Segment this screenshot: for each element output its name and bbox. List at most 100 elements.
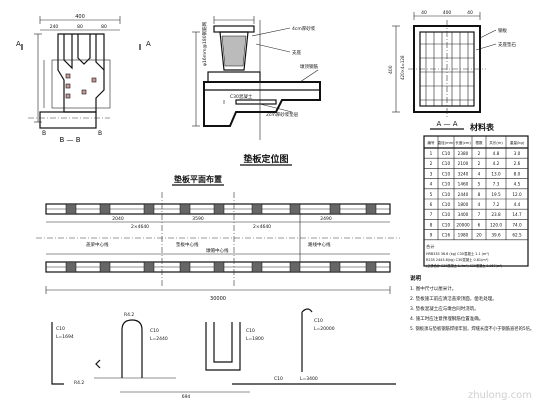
table-header-cell: 重量(kg): [510, 140, 525, 145]
aa-title: A — A: [436, 120, 457, 128]
table-cell: 2380: [458, 151, 469, 156]
rebar-label-12: 694: [182, 394, 191, 400]
dim-top-4: 80: [101, 24, 107, 30]
note-mortar-layer: 2cm厚砂浆垫层: [266, 111, 299, 118]
seat-block: [213, 261, 225, 273]
table-cell: 3400: [458, 212, 469, 217]
table-cell: 8: [430, 222, 433, 227]
table-cell: 4: [478, 202, 481, 207]
section-a-right: A: [146, 40, 151, 48]
title-plan-layout: 垫板平面布置: [174, 174, 222, 184]
bb-section: 400 240 80 80 A A B B — B B: [16, 14, 151, 144]
table-cell: 4.2: [493, 161, 500, 166]
dim-right-3: 40: [467, 10, 473, 16]
rebar-label-6: C10: [246, 328, 255, 334]
note-seat-stone: 支座垫石: [498, 41, 516, 48]
label-cap-center: 墩帽中心线: [206, 247, 229, 254]
label-seat-center: 垫板中心线: [176, 241, 199, 248]
seat-block: [329, 261, 341, 273]
table-cell: 2: [478, 151, 481, 156]
dim-right-side-2: 420×4=128: [400, 55, 405, 80]
pedestal-hatch: [221, 35, 247, 67]
table-cell: 8.0: [514, 171, 521, 176]
rebar-details: C10 L=1694 R4.2 C10 L=2440 C10 L=1800 C1…: [51, 308, 396, 400]
elevation-view: φ16mm@180钢筋网 4cm厚砂浆 支座 墩顶钢筋 2cm厚砂浆垫层 C30…: [192, 16, 321, 166]
plan-dim-5: 2490: [320, 216, 332, 222]
section-a-left: A: [16, 40, 21, 48]
table-cell: 62.5: [512, 233, 522, 238]
table-cell: 3: [430, 171, 433, 176]
rebar-label-10: C10: [314, 318, 323, 324]
table-cell: 6: [430, 202, 433, 207]
rebar-label-3: R4.2: [124, 312, 134, 318]
plan-layout: 垫板平面布置 2040 2×4640 3590 2×4640 2490 垫板中心…: [36, 174, 400, 302]
plan-total-dim: 30000: [210, 296, 226, 302]
table-cell: 7.3: [493, 182, 500, 187]
table-cell: 1800: [458, 202, 469, 207]
table-header-cell: 直径(mm): [438, 140, 456, 145]
table-cell: 7.2: [493, 202, 500, 207]
seat-block: [143, 203, 155, 215]
table-cell: 3.0: [514, 151, 521, 156]
table-cell: 4.4: [514, 202, 521, 207]
table-cell: C10: [442, 151, 451, 156]
table-cell: C10: [442, 161, 451, 166]
watermark-text: zhulong.com: [468, 390, 532, 401]
table-cell: 74.0: [512, 222, 522, 227]
seat-block: [289, 261, 301, 273]
seat-block: [179, 203, 191, 215]
table-cell: C16: [442, 233, 451, 238]
table-cell: 9: [430, 233, 433, 238]
seat-block: [143, 261, 155, 273]
seat-block: [65, 261, 77, 273]
table-title: 材料表: [470, 122, 495, 132]
rebar-label-13: R4.2: [74, 380, 84, 386]
rebar-label-1: C10: [56, 326, 65, 332]
table-header-cell: 编号: [427, 140, 435, 145]
table-cell: C10: [442, 182, 451, 187]
table-cell: 7: [430, 212, 433, 217]
table-cell: 20000: [456, 222, 470, 227]
table-cell: C10: [442, 192, 451, 197]
seat-block: [65, 203, 77, 215]
table-cell: 2.6: [514, 161, 521, 166]
table-header-cell: 共长(m): [489, 140, 503, 145]
table-cell: 4: [430, 182, 433, 187]
note-mortar-top: 4cm厚砂浆: [292, 25, 316, 32]
note-pier-rebar: 墩顶钢筋: [300, 63, 318, 70]
seat-block: [365, 203, 377, 215]
table-cell: C10: [442, 171, 451, 176]
table-cell: C10: [442, 212, 451, 217]
table-cell: 7: [478, 212, 481, 217]
note-concrete: C30混凝土: [230, 93, 253, 100]
table-cell: 2: [430, 161, 433, 166]
section-bb-title: B — B: [59, 136, 80, 144]
dim-right-1: 40: [421, 10, 427, 16]
plan-dim-2: 2×4640: [131, 224, 149, 230]
title-seat-location: 垫板定位图: [243, 153, 288, 165]
table-cell: 1980: [458, 233, 469, 238]
table-cell: 1: [430, 151, 433, 156]
table-cell: 12.0: [512, 192, 522, 197]
table-header-cell: 根数: [475, 140, 483, 145]
label-road-center: 路线中心线: [308, 241, 331, 248]
rebar-label-8: C10: [274, 376, 283, 382]
notes-block: 说明 1. 图中尺寸以厘米计。 2. 垫板施工前应清洁盖梁顶面，凿毛处理。 3.…: [410, 274, 534, 332]
aa-section: 40 400 40 400 420×4=128 钢板 支座垫石 A — A: [388, 10, 516, 130]
section-b-top: B: [42, 130, 46, 137]
note-steel-plate: 钢板: [498, 27, 507, 34]
rebar-label-7: L=1800: [246, 336, 264, 342]
rebar-label-5: L=2440: [150, 336, 168, 342]
note-1: 1. 图中尺寸以厘米计。: [410, 285, 456, 292]
note-bearing: 支座: [292, 49, 301, 56]
table-cell: 19.5: [491, 192, 501, 197]
table-cell: 2: [478, 161, 481, 166]
table-summary-2: R235 2443.8(kg) C30混凝土 0.81(m³): [426, 257, 489, 262]
note-rebar-mesh: φ16mm@180钢筋网: [201, 21, 208, 66]
table-cell: 2440: [458, 192, 469, 197]
note-3: 3. 垫板混凝土应与墩台同时浇筑。: [410, 305, 479, 312]
table-summary-label: 合计: [426, 243, 434, 250]
rebar-label-4: C10: [150, 328, 159, 334]
